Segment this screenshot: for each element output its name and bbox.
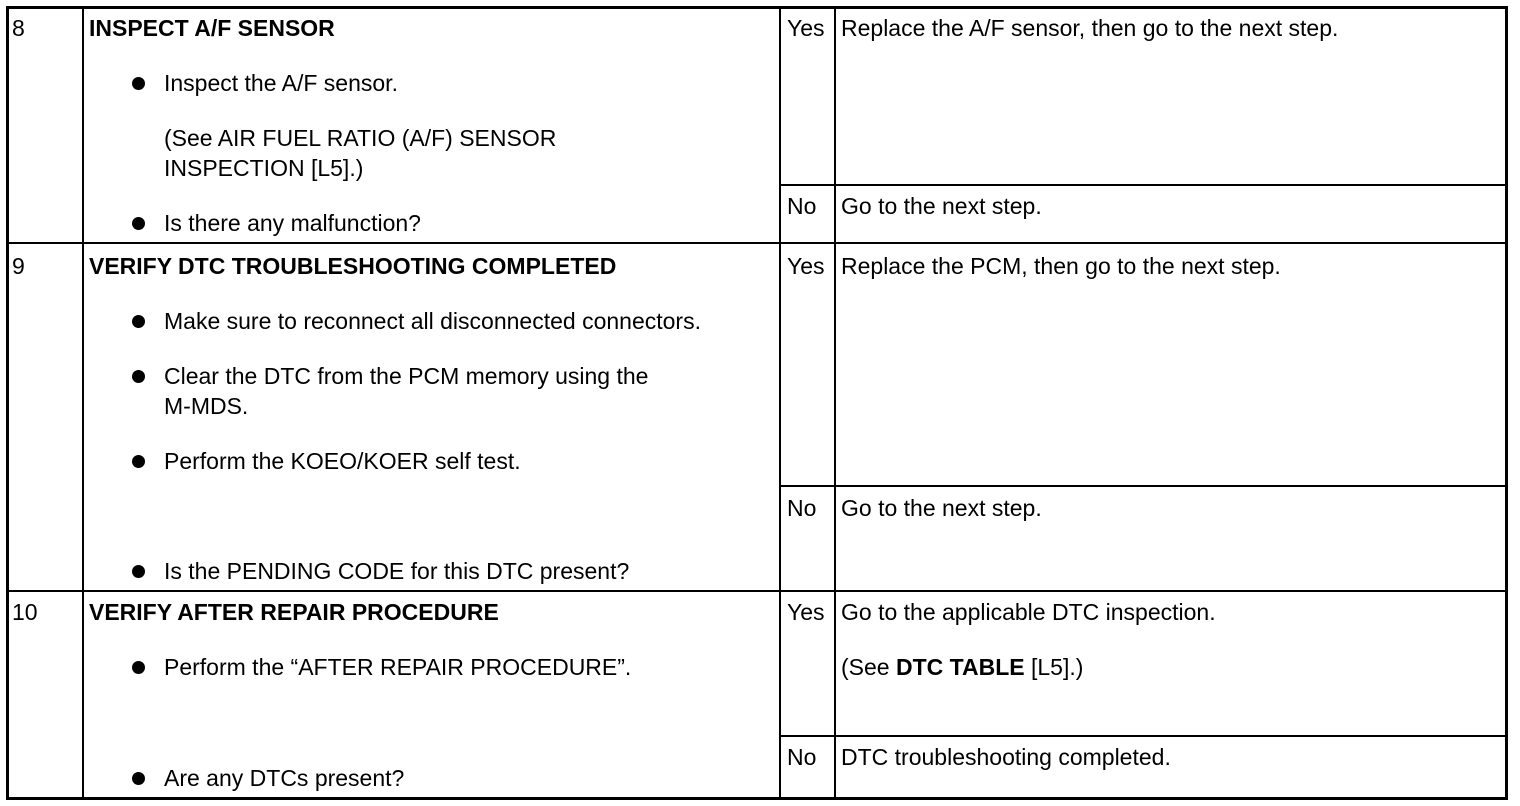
bullet-text: Clear the DTC from the PCM memory using … [164, 363, 649, 389]
reference-note: (See DTC TABLE [L5].) [841, 652, 1083, 682]
bullet-dot [132, 772, 145, 785]
bullet-text: Are any DTCs present? [164, 765, 405, 791]
yes-no-divider [779, 184, 1505, 186]
bullet-text: Make sure to reconnect all disconnected … [164, 308, 701, 334]
step-number: 9 [12, 253, 25, 279]
bullet-dot [132, 565, 145, 578]
bullet-text: Perform the “AFTER REPAIR PROCEDURE”. [164, 654, 632, 680]
step-title: INSPECT A/F SENSOR [89, 15, 335, 41]
yes-label: Yes [787, 15, 825, 41]
yes-no-divider [779, 485, 1505, 487]
bullet-text-continued: M-MDS. [164, 393, 249, 419]
yes-label: Yes [787, 599, 825, 625]
bullet-dot [132, 455, 145, 468]
bullet-text: Inspect the A/F sensor. [164, 70, 398, 96]
bullet-dot [132, 217, 145, 230]
no-action: Go to the next step. [841, 495, 1042, 521]
yes-action: Replace the A/F sensor, then go to the n… [841, 15, 1339, 41]
reference-note-suffix: [L5].) [1024, 654, 1084, 680]
yes-action: Replace the PCM, then go to the next ste… [841, 253, 1281, 279]
column-divider-result [779, 9, 781, 797]
bullet-dot [132, 370, 145, 383]
no-label: No [787, 744, 817, 770]
step-number: 8 [12, 15, 25, 41]
no-label: No [787, 193, 817, 219]
step-number: 10 [12, 599, 38, 625]
no-label: No [787, 495, 817, 521]
row-divider [9, 590, 1505, 592]
no-action: DTC troubleshooting completed. [841, 744, 1171, 770]
reference-note-prefix: (See [841, 654, 896, 680]
no-action: Go to the next step. [841, 193, 1042, 219]
reference-note: INSPECTION [L5].) [164, 155, 364, 181]
step-title: VERIFY DTC TROUBLESHOOTING COMPLETED [89, 253, 617, 279]
step-title: VERIFY AFTER REPAIR PROCEDURE [89, 599, 499, 625]
bullet-dot [132, 77, 145, 90]
yes-no-divider [779, 735, 1505, 737]
reference-link-dtc-table: DTC TABLE [895, 654, 1025, 680]
yes-action: Go to the applicable DTC inspection. [841, 599, 1216, 625]
bullet-dot [132, 661, 145, 674]
yes-label: Yes [787, 253, 825, 279]
bullet-text: Is there any malfunction? [164, 210, 421, 236]
troubleshooting-table [6, 6, 1508, 800]
bullet-dot [132, 315, 145, 328]
reference-note: (See AIR FUEL RATIO (A/F) SENSOR [164, 125, 557, 151]
column-divider-action [834, 9, 836, 797]
row-divider [9, 242, 1505, 244]
column-divider-step [82, 9, 84, 797]
bullet-text: Perform the KOEO/KOER self test. [164, 448, 521, 474]
bullet-text: Is the PENDING CODE for this DTC present… [164, 558, 630, 584]
